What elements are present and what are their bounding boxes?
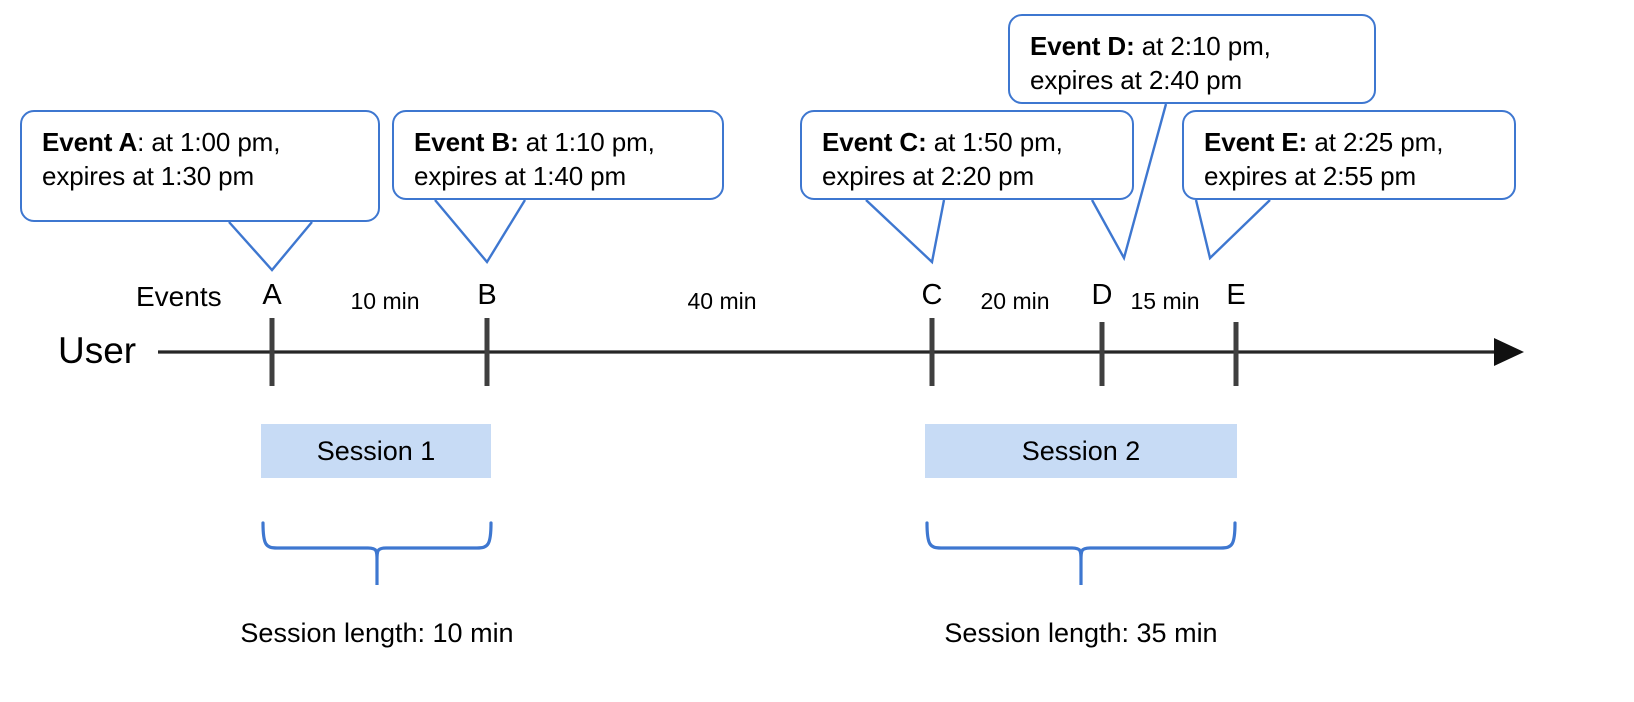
callout-tail-e: [1194, 199, 1271, 261]
callout-c-line2: expires at 2:20 pm: [822, 160, 1035, 191]
tick-label-e: E: [1226, 279, 1246, 311]
callout-tail-b: [434, 199, 527, 265]
interval-label-a-b: 10 min: [350, 288, 420, 314]
callout-b-line1: at 1:10 pm,: [518, 127, 655, 157]
tick-label-b: B: [477, 279, 497, 311]
callout-b-event-label: Event B:: [414, 127, 519, 157]
callout-e-line1: at 2:25 pm,: [1307, 127, 1444, 157]
session-brace-1: [261, 521, 493, 585]
callout-a-line1: at 1:00 pm,: [144, 127, 281, 157]
callout-event-d[interactable]: Event D: at 2:10 pm, expires at 2:40 pm: [1008, 14, 1376, 104]
session-brace-2: [925, 521, 1237, 585]
session-block-1[interactable]: Session 1: [261, 424, 491, 478]
callout-e-line2: expires at 2:55 pm: [1204, 160, 1417, 191]
callout-c-event-label: Event C:: [822, 127, 927, 157]
callout-event-c[interactable]: Event C: at 1:50 pm, expires at 2:20 pm: [800, 110, 1134, 200]
tick-label-a: A: [262, 279, 282, 311]
session-braces: [261, 521, 1237, 585]
callout-a-line2: expires at 1:30 pm: [42, 160, 255, 191]
callout-event-b[interactable]: Event B: at 1:10 pm, expires at 1:40 pm: [392, 110, 724, 200]
session-block-1-label: Session 1: [316, 435, 436, 466]
interval-label-d-e: 15 min: [1130, 288, 1200, 314]
timeline-axis: [158, 338, 1524, 366]
callout-a-separator: :: [137, 127, 145, 157]
session-length-label-1: Session length: 10 min: [240, 618, 514, 648]
callout-a-event-label: Event A: [42, 127, 138, 157]
row-label-events: Events: [136, 281, 222, 312]
callout-b-line2: expires at 1:40 pm: [414, 160, 627, 191]
tick-label-c: C: [921, 279, 943, 311]
callout-d-line2: expires at 2:40 pm: [1030, 64, 1243, 95]
session-block-2[interactable]: Session 2: [925, 424, 1237, 478]
axis-arrow-icon: [1494, 338, 1524, 366]
tick-label-d: D: [1091, 279, 1113, 311]
callout-e-event-label: Event E:: [1204, 127, 1308, 157]
lane-label-user: User: [58, 330, 137, 371]
callout-c-line1: at 1:50 pm,: [926, 127, 1063, 157]
callout-d-event-label: Event D:: [1030, 31, 1135, 61]
axis-tick-marks: [269, 318, 1239, 386]
interval-label-c-d: 20 min: [980, 288, 1050, 314]
callout-tail-c: [865, 199, 946, 265]
callout-event-a[interactable]: Event A: at 1:00 pm, expires at 1:30 pm: [20, 110, 380, 222]
callout-event-e[interactable]: Event E: at 2:25 pm, expires at 2:55 pm: [1182, 110, 1516, 200]
callout-tail-a: [228, 221, 313, 272]
callout-d-line1: at 2:10 pm,: [1134, 31, 1271, 61]
interval-label-b-c: 40 min: [687, 288, 757, 314]
session-block-2-label: Session 2: [1021, 435, 1141, 466]
session-length-label-2: Session length: 35 min: [944, 618, 1218, 648]
